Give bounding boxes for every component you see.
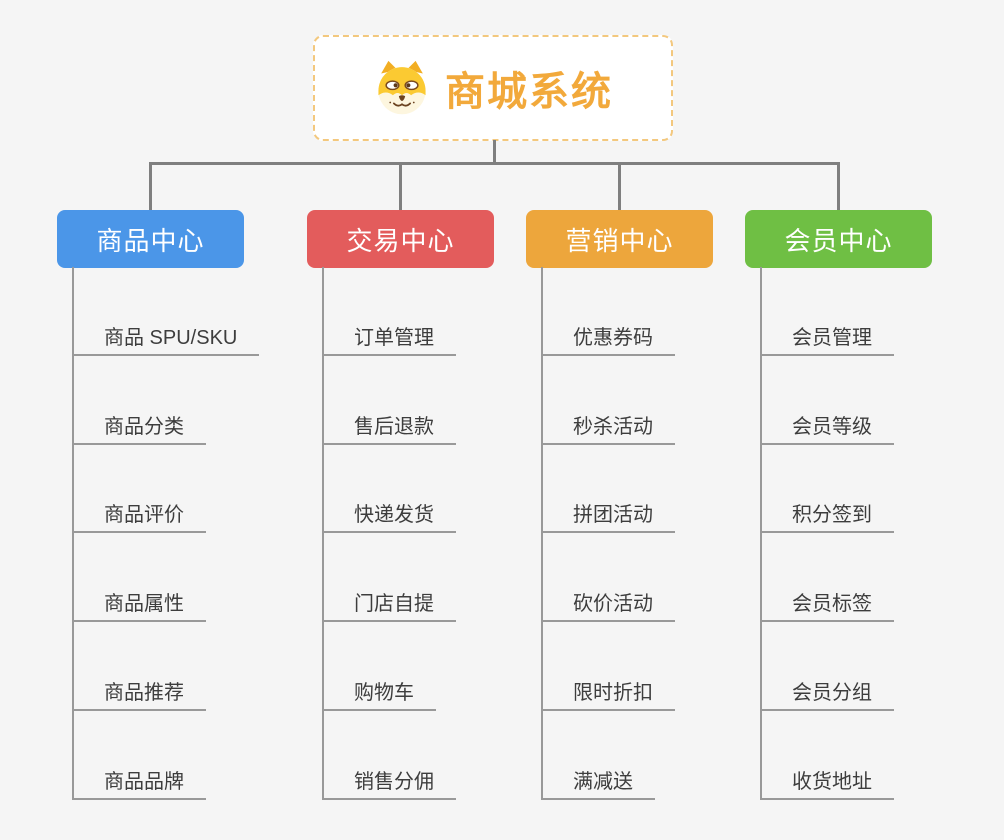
root-topic-title: 商城系统 [445,70,613,114]
child-topic[interactable]: 优惠券码 [541,321,675,356]
branch-node-product-center[interactable]: 商品中心 [57,210,244,268]
branch-node-trade-center[interactable]: 交易中心 [307,210,494,268]
child-topic[interactable]: 快递发货 [322,498,456,534]
connector-trunk-line [541,267,543,800]
connector-drop-trade [399,164,402,211]
child-topic[interactable]: 商品分类 [72,410,206,445]
child-topic[interactable]: 收货地址 [760,765,894,800]
child-topic[interactable]: 砍价活动 [541,587,675,623]
child-topic[interactable]: 拼团活动 [541,498,675,534]
branch-node-member-center[interactable]: 会员中心 [745,210,932,268]
children-marketing-center: 优惠券码 秒杀活动 拼团活动 砍价活动 限时折扣 满减送 [541,267,801,802]
child-topic[interactable]: 门店自提 [322,587,456,623]
connector-trunk-line [322,267,324,800]
connector-root-drop [493,140,496,164]
connector-drop-members [837,164,840,211]
child-topic[interactable]: 秒杀活动 [541,410,675,445]
child-topic[interactable]: 商品推荐 [72,676,206,711]
child-topic[interactable]: 商品属性 [72,587,206,623]
dog-face-icon [373,59,431,117]
child-topic[interactable]: 会员分组 [760,676,894,711]
child-topic[interactable]: 销售分佣 [322,765,456,800]
children-trade-center: 订单管理 售后退款 快递发货 门店自提 购物车 销售分佣 [322,267,582,802]
children-product-center: 商品 SPU/SKU 商品分类 商品评价 商品属性 商品推荐 商品品牌 [72,267,332,802]
child-topic[interactable]: 积分签到 [760,498,894,534]
child-topic[interactable]: 会员等级 [760,410,894,445]
child-topic[interactable]: 商品评价 [72,498,206,534]
connector-trunk-line [72,267,74,800]
child-topic[interactable]: 商品 SPU/SKU [72,321,260,356]
connector-trunk-line [760,267,762,800]
child-topic[interactable]: 满减送 [541,765,655,800]
child-topic[interactable]: 会员管理 [760,321,894,356]
connector-drop-products [149,164,152,211]
branch-node-marketing-center[interactable]: 营销中心 [526,210,713,268]
children-member-center: 会员管理 会员等级 积分签到 会员标签 会员分组 收货地址 [760,267,1004,802]
child-topic[interactable]: 订单管理 [322,321,456,356]
child-topic[interactable]: 限时折扣 [541,676,675,711]
child-topic[interactable]: 购物车 [322,676,436,711]
child-topic[interactable]: 商品品牌 [72,765,206,800]
connector-drop-marketing [618,164,621,211]
child-topic[interactable]: 售后退款 [322,410,456,445]
root-topic[interactable]: 商城系统 [313,35,673,141]
connector-bus [149,162,840,165]
child-topic[interactable]: 会员标签 [760,587,894,623]
